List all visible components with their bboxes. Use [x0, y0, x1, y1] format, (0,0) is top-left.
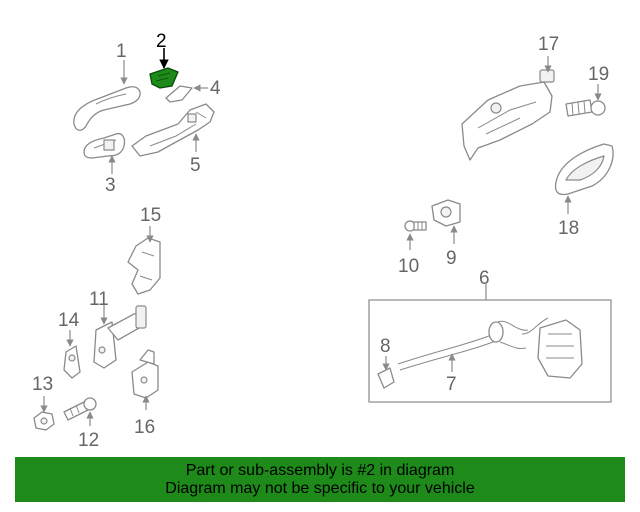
callout-19: 19 — [588, 64, 609, 85]
part-3-handle-bezel[interactable] — [83, 132, 126, 159]
part-13-nut[interactable] — [33, 411, 55, 431]
callout-9: 9 — [446, 248, 457, 269]
callout-13: 13 — [32, 374, 53, 395]
part-6-latch-assembly[interactable] — [368, 299, 612, 403]
callout-17: 17 — [538, 34, 559, 55]
callout-5: 5 — [190, 155, 201, 176]
callout-14: 14 — [58, 310, 80, 331]
callout-12: 12 — [78, 430, 99, 451]
part-8-cable-clip[interactable] — [377, 367, 395, 389]
callout-7: 7 — [446, 374, 457, 395]
callout-4: 4 — [210, 78, 221, 99]
part-5-handle-frame[interactable] — [131, 103, 215, 157]
callout-8: 8 — [380, 336, 391, 357]
callout-15: 15 — [140, 205, 161, 226]
callout-16: 16 — [134, 417, 155, 438]
info-banner: Part or sub-assembly is #2 in diagram Di… — [15, 457, 625, 502]
callout-3: 3 — [105, 175, 116, 196]
part-7-cable[interactable] — [397, 320, 529, 371]
callout-10: 10 — [398, 256, 419, 277]
callout-2: 2 — [156, 31, 167, 52]
callout-1: 1 — [116, 41, 127, 62]
part-17-inner-handle[interactable] — [461, 69, 555, 161]
part-11-door-check[interactable] — [93, 305, 147, 369]
part-18-inner-bezel[interactable] — [554, 143, 614, 196]
part-4-handle-pad[interactable] — [165, 85, 193, 103]
part-12-bolt[interactable] — [63, 397, 97, 421]
part-15-bracket[interactable] — [127, 237, 161, 295]
part-19-screw[interactable] — [565, 99, 606, 117]
part-2-handle-cap[interactable] — [149, 67, 179, 89]
banner-line-2: Diagram may not be specific to your vehi… — [165, 480, 475, 497]
part-9-striker[interactable] — [431, 199, 461, 227]
callout-18: 18 — [558, 218, 579, 239]
parts-diagram: 1 2 4 3 5 17 19 — [32, 31, 614, 451]
part-10-screw[interactable] — [404, 220, 427, 232]
part-14-clip[interactable] — [63, 345, 81, 379]
callout-6: 6 — [479, 268, 490, 289]
callout-11: 11 — [89, 289, 109, 310]
part-1-outer-handle[interactable] — [73, 86, 141, 131]
banner-line-1: Part or sub-assembly is #2 in diagram — [185, 462, 455, 479]
part-16-hinge[interactable] — [131, 349, 159, 399]
